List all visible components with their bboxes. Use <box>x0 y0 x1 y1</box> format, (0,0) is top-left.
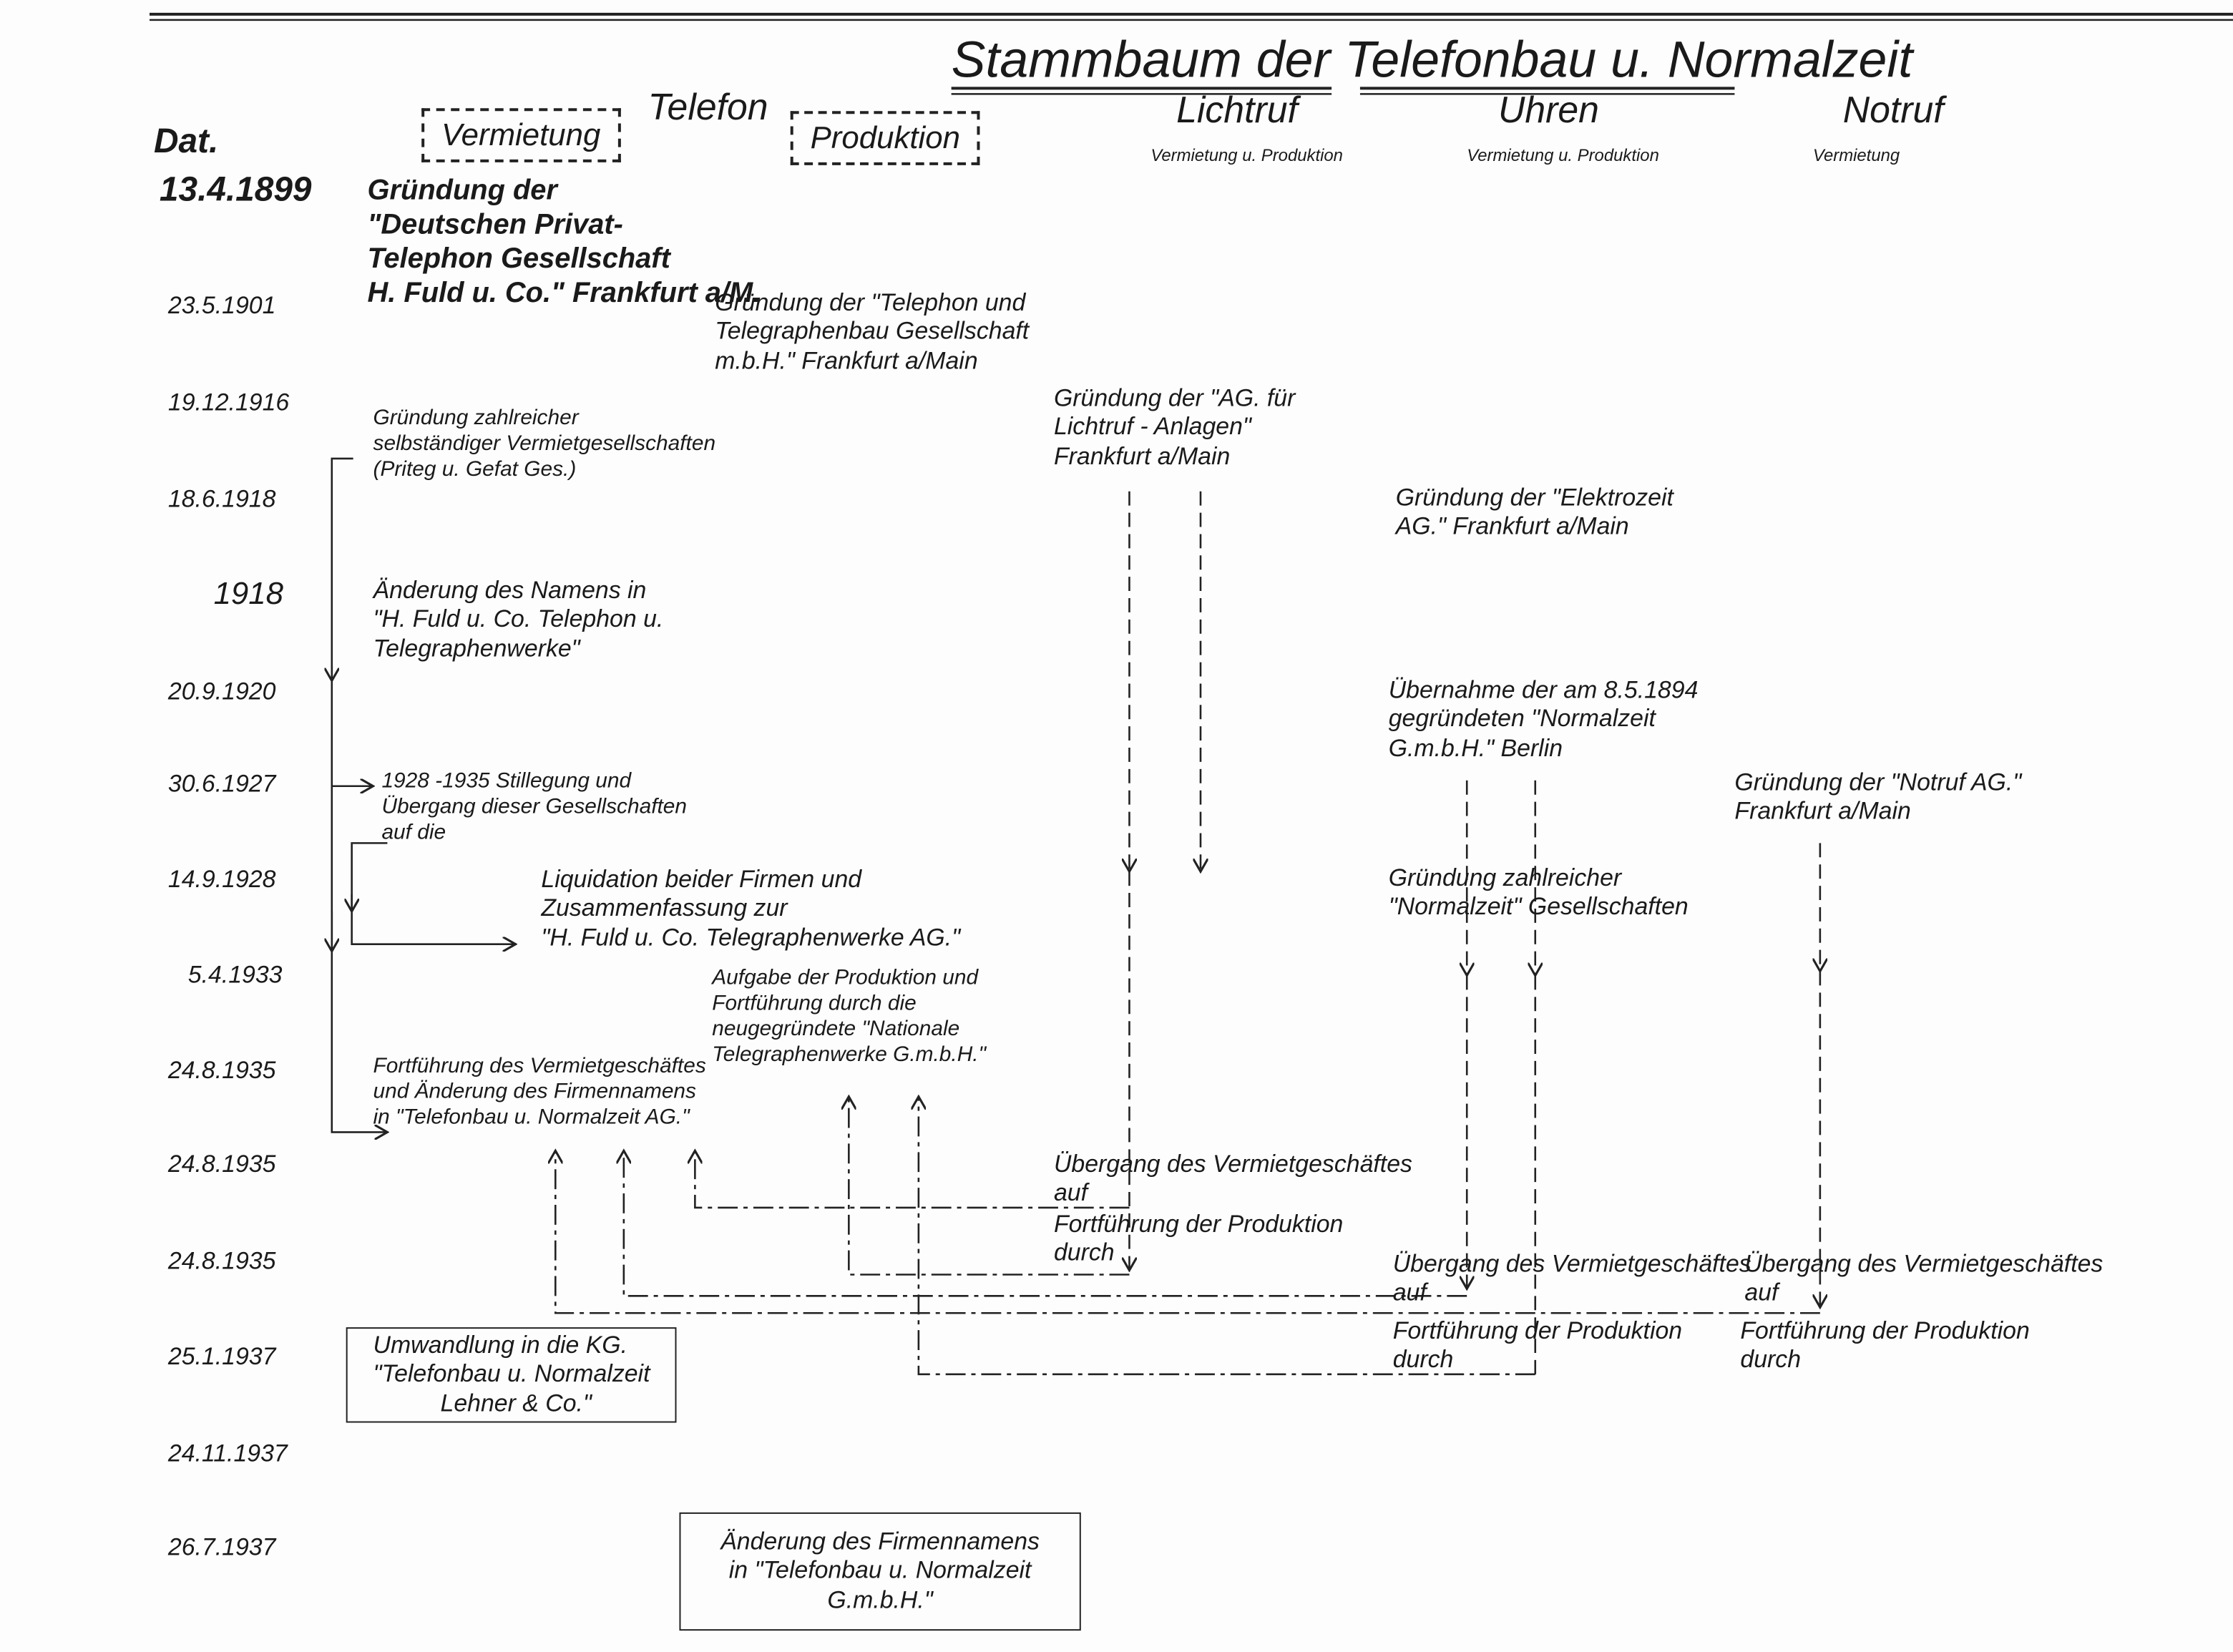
date: 1918 <box>213 575 284 611</box>
entry-normalzeit-gesellschaften: Gründung zahlreicher "Normalzeit" Gesell… <box>1388 864 1689 921</box>
date: 19.12.1916 <box>167 388 290 416</box>
header-notruf-sub: Vermietung <box>1812 145 1900 165</box>
entry-lichtruf-ag: Gründung der "AG. für Lichtruf - Anlagen… <box>1053 384 1296 470</box>
entry-notruf-uebergang: Übergang des Vermietgeschäftes auf <box>1744 1250 2103 1307</box>
date: 5.4.1933 <box>187 961 283 989</box>
entry-elektrozeit: Gründung der "Elektrozeit AG." Frankfurt… <box>1395 484 1673 541</box>
date: 24.8.1935 <box>167 1056 276 1084</box>
entry-fuld-founding: Gründung der "Deutschen Privat- Telephon… <box>367 175 761 309</box>
entry-liquidation: Liquidation beider Firmen und Zusammenfa… <box>541 866 961 952</box>
entry-normalzeit-uebernahme: Übernahme der am 8.5.1894 gegründeten "N… <box>1388 676 1699 762</box>
date: 24.8.1935 <box>167 1150 276 1178</box>
date: 24.11.1937 <box>167 1440 288 1467</box>
entry-namensaenderung: Änderung des Namens in "H. Fuld u. Co. T… <box>373 577 664 663</box>
header-lichtruf: Lichtruf <box>1176 88 1298 132</box>
entry-lichtruf-fortfuehrung: Fortführung der Produktion durch <box>1053 1210 1344 1267</box>
date: 25.1.1937 <box>167 1343 276 1370</box>
header-notruf: Notruf <box>1842 88 1944 132</box>
entry-fortfuehrung: Fortführung des Vermietgeschäftes und Än… <box>373 1053 706 1130</box>
date-header: Dat. <box>153 122 219 161</box>
date: 13.4.1899 <box>159 170 312 210</box>
date: 30.6.1927 <box>167 770 276 798</box>
date: 14.9.1928 <box>167 866 276 894</box>
header-telefon: Telefon <box>648 85 768 129</box>
entry-notruf-fortfuehrung: Fortführung der Produktion durch <box>1740 1317 2030 1374</box>
header-uhren-sub: Vermietung u. Produktion <box>1467 145 1659 165</box>
chart-title: Stammbaum der Telefonbau u. Normalzeit <box>951 29 1913 89</box>
header-uhren: Uhren <box>1498 88 1599 132</box>
entry-telegraphenbau: Gründung der "Telephon und Telegraphenba… <box>715 289 1030 375</box>
header-produktion: Produktion <box>790 111 980 166</box>
entry-uhren-fortfuehrung: Fortführung der Produktion durch <box>1392 1317 1683 1374</box>
date: 18.6.1918 <box>167 485 276 513</box>
entry-kg-box: Umwandlung in die KG. "Telefonbau u. Nor… <box>346 1327 678 1423</box>
entry-vermietgesellschaften: Gründung zahlreicher selbständiger Vermi… <box>373 406 716 482</box>
entry-gmbh-box: Änderung des Firmennamens in "Telefonbau… <box>679 1512 1081 1631</box>
header-lichtruf-sub: Vermietung u. Produktion <box>1150 145 1343 165</box>
date: 26.7.1937 <box>167 1533 276 1561</box>
header-vermietung: Vermietung <box>421 108 621 163</box>
entry-lichtruf-uebergang: Übergang des Vermietgeschäftes auf <box>1053 1150 1412 1207</box>
date: 20.9.1920 <box>167 678 276 705</box>
date: 24.8.1935 <box>167 1247 276 1275</box>
entry-uhren-uebergang: Übergang des Vermietgeschäftes auf <box>1392 1250 1751 1307</box>
date: 23.5.1901 <box>167 292 276 319</box>
entry-aufgabe-produktion: Aufgabe der Produktion und Fortführung d… <box>712 965 987 1067</box>
entry-notruf-ag: Gründung der "Notruf AG." Frankfurt a/Ma… <box>1734 768 2022 826</box>
entry-stillegung: 1928 -1935 Stillegung und Übergang diese… <box>381 768 688 845</box>
